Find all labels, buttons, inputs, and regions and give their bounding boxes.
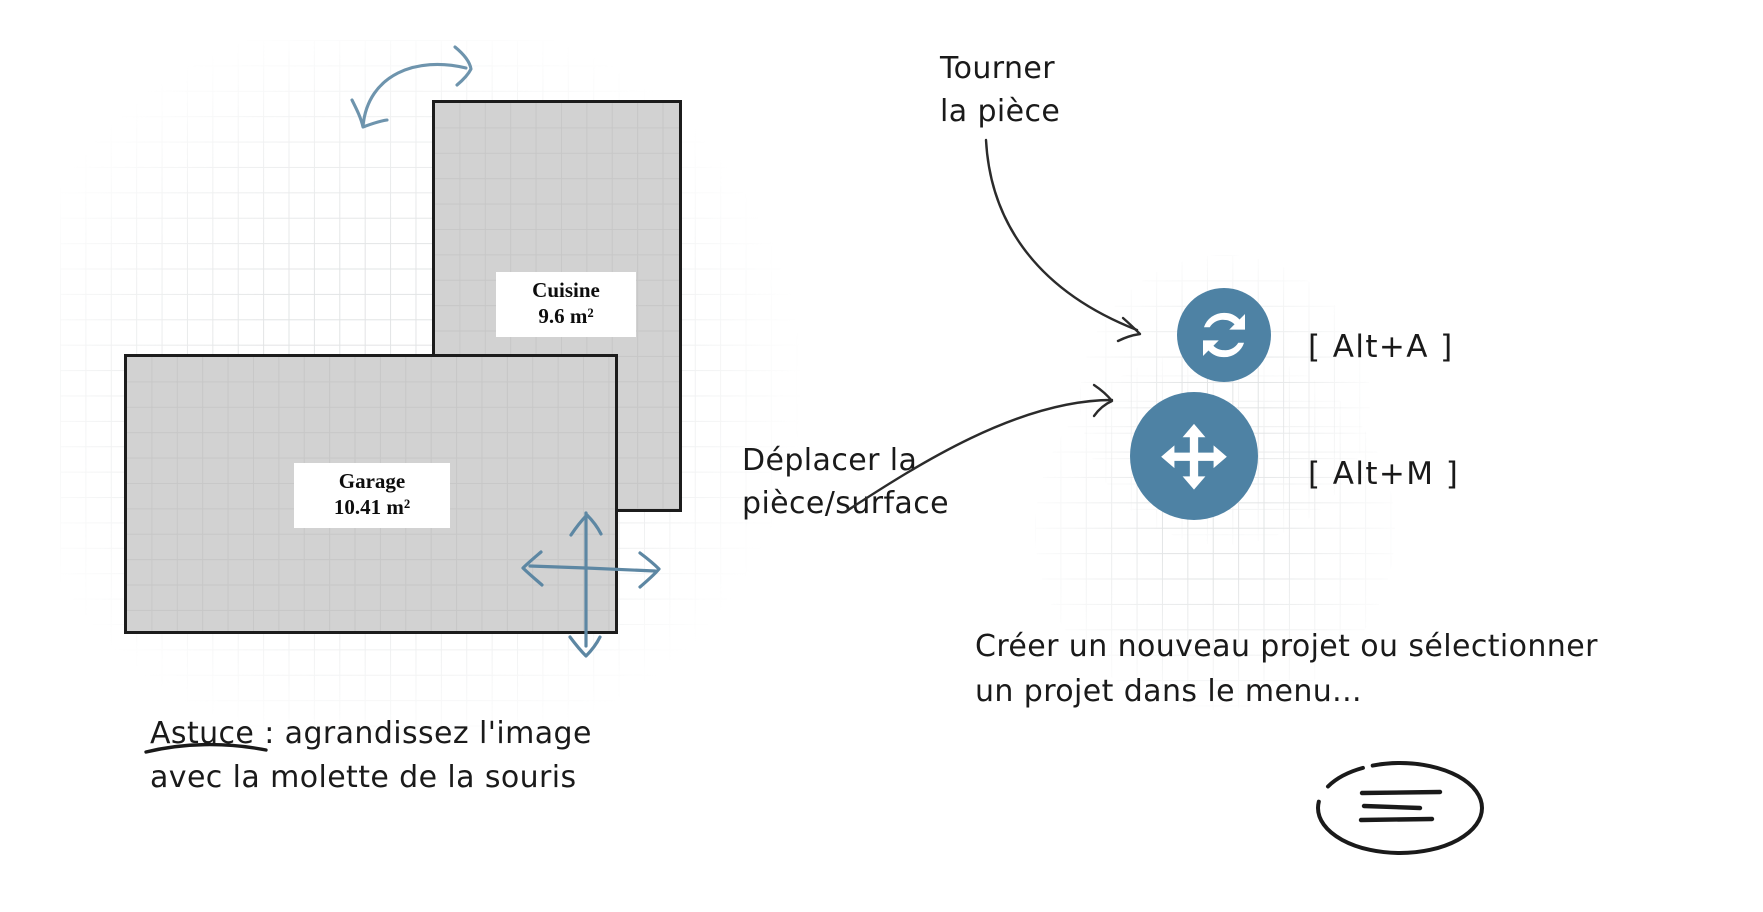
hamburger-menu-icon[interactable] xyxy=(1316,761,1484,855)
tools-legend-panel: Tourner la pièce Déplacer la pièce/surfa… xyxy=(742,0,1763,912)
room-label-garage: Garage 10.41 m² xyxy=(294,463,450,529)
project-caption: Créer un nouveau projet ou sélectionner … xyxy=(975,629,1598,709)
rotation-hint-icon xyxy=(350,45,473,129)
menu-line-3 xyxy=(1358,816,1435,823)
menu-line-1 xyxy=(1359,789,1443,796)
room-name-garage: Garage xyxy=(338,469,406,493)
menu-icon-overlay xyxy=(1316,761,1484,855)
rotate-caption: Tourner la pièce xyxy=(940,51,1061,129)
menu-icon-circle xyxy=(1316,761,1484,855)
tip-underline-overlay xyxy=(144,742,268,754)
move-icon xyxy=(1161,423,1227,490)
floor-plan-canvas[interactable]: Cuisine 9.6 m² Garage 10.41 m² Astuce : … xyxy=(0,0,860,800)
move-shortcut-label: [ Alt+M ] xyxy=(1308,456,1460,492)
floorplan-hint-overlay xyxy=(350,45,661,658)
move-caption: Déplacer la pièce/surface xyxy=(742,443,949,521)
room-label-cuisine: Cuisine 9.6 m² xyxy=(496,272,636,338)
rotate-pointer-arrow xyxy=(984,138,1139,332)
menu-line-2 xyxy=(1361,803,1423,811)
rotate-room-button[interactable] xyxy=(1177,288,1271,382)
move-room-button[interactable] xyxy=(1130,392,1258,520)
room-area-garage: 10.41 m² xyxy=(333,494,411,519)
room-name-cuisine: Cuisine xyxy=(532,278,600,302)
move-hint-icon xyxy=(521,511,661,658)
tip-underline xyxy=(144,742,268,754)
room-area-cuisine: 9.6 m² xyxy=(538,303,594,328)
move-arrow-head xyxy=(1092,383,1114,418)
caption-arrows-overlay xyxy=(843,138,1142,514)
room-shape-garage[interactable] xyxy=(124,354,618,634)
rotate-icon xyxy=(1203,312,1245,358)
rotate-arrow-head xyxy=(1116,316,1142,343)
rotate-shortcut-label: [ Alt+A ] xyxy=(1308,329,1454,365)
move-pointer-arrow xyxy=(843,398,1114,514)
